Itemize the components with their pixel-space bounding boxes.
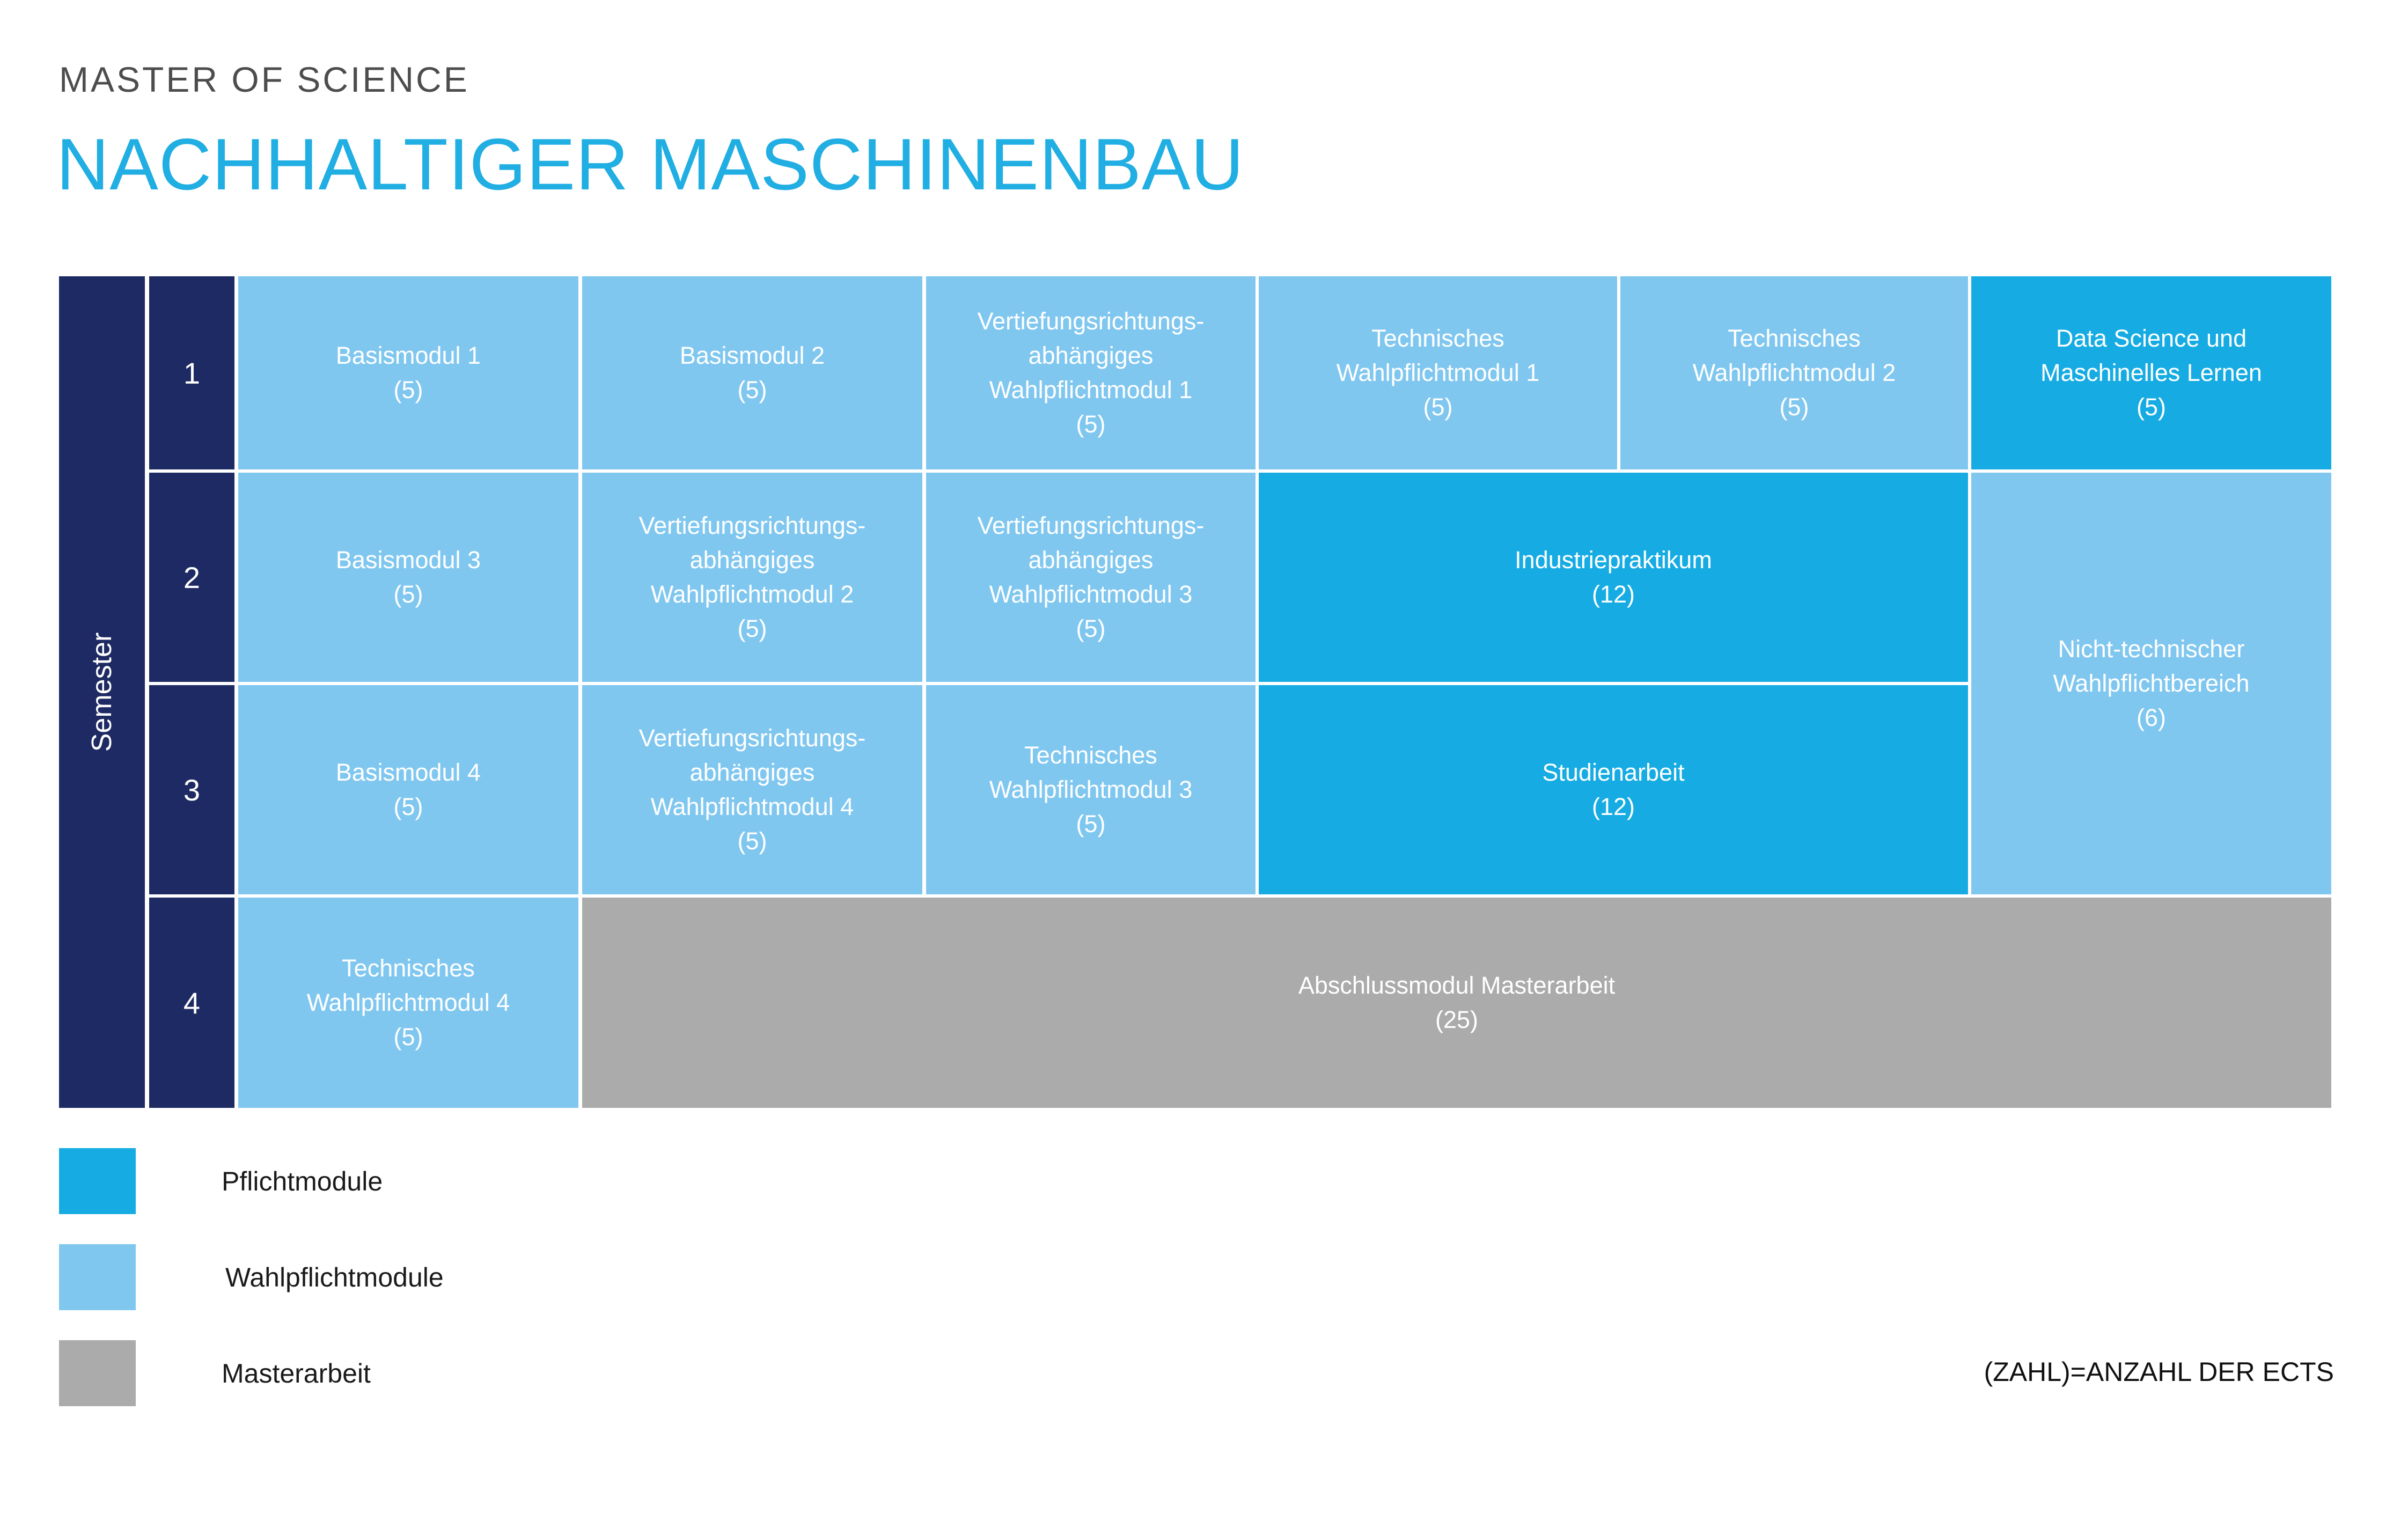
module-cell-basismodul-2[interactable]: Basismodul 2 (5)	[582, 276, 922, 469]
module-title: Basismodul 4	[335, 759, 481, 787]
module-ects: (5)	[1779, 393, 1809, 421]
semester-number-4: 4	[149, 898, 234, 1108]
module-ects: (12)	[1591, 581, 1635, 608]
legend-label-wahlpflicht: Wahlpflichtmodule	[225, 1262, 444, 1292]
legend-swatch-wahlpflicht	[59, 1244, 136, 1310]
module-ects: (5)	[737, 376, 767, 403]
semester-axis-label: Semester	[86, 632, 118, 752]
module-ects: (5)	[393, 1023, 423, 1050]
module-ects: (5)	[393, 581, 423, 608]
curriculum-matrix: Semester 1 2 3 4 Basismodul 1 (5) Basism…	[59, 276, 2331, 1108]
module-ects: (6)	[2137, 703, 2166, 731]
semester-number-3: 3	[149, 685, 234, 894]
module-ects: (5)	[1076, 410, 1106, 438]
ects-note: (ZAHL)=ANZAHL DER ECTS	[1984, 1357, 2334, 1387]
module-cell-basismodul-1[interactable]: Basismodul 1 (5)	[238, 276, 578, 469]
module-cell-basismodul-4[interactable]: Basismodul 4 (5)	[238, 685, 578, 894]
legend-swatch-masterarbeit	[59, 1340, 136, 1406]
legend-label-pflicht: Pflichtmodule	[222, 1166, 383, 1196]
semester-number-1: 1	[149, 276, 234, 469]
module-ects: (5)	[2137, 393, 2166, 421]
module-cell-industriepraktikum[interactable]: Industriepraktikum (12)	[1259, 473, 1968, 682]
module-title: Basismodul 2	[679, 342, 825, 370]
module-title: Basismodul 3	[335, 546, 481, 574]
module-cell-basismodul-3[interactable]: Basismodul 3 (5)	[238, 473, 578, 682]
module-ects: (25)	[1435, 1006, 1479, 1033]
module-ects: (5)	[737, 827, 767, 855]
module-ects: (5)	[1076, 614, 1106, 642]
degree-kicker: MASTER OF SCIENCE	[59, 60, 469, 99]
semester-number-2: 2	[149, 473, 234, 682]
module-ects: (5)	[393, 376, 423, 403]
semester-axis: Semester	[59, 276, 145, 1108]
module-title: Industriepraktikum	[1515, 546, 1712, 574]
module-title: Studienarbeit	[1542, 759, 1685, 787]
module-ects: (12)	[1591, 793, 1635, 820]
module-ects: (5)	[393, 793, 423, 820]
module-title: Basismodul 1	[335, 342, 481, 370]
module-title: Abschlussmodul Masterarbeit	[1298, 972, 1616, 1000]
module-ects: (5)	[1076, 810, 1106, 837]
module-ects: (5)	[737, 614, 767, 642]
module-cell-abschlussmodul-masterarbeit[interactable]: Abschlussmodul Masterarbeit (25)	[582, 898, 2331, 1108]
module-ects: (5)	[1423, 393, 1453, 421]
page-title: NACHHALTIGER MASCHINENBAU	[56, 123, 1244, 205]
module-cell-studienarbeit[interactable]: Studienarbeit (12)	[1259, 685, 1968, 894]
legend-swatch-pflicht	[59, 1148, 136, 1214]
legend-label-masterarbeit: Masterarbeit	[222, 1358, 371, 1388]
